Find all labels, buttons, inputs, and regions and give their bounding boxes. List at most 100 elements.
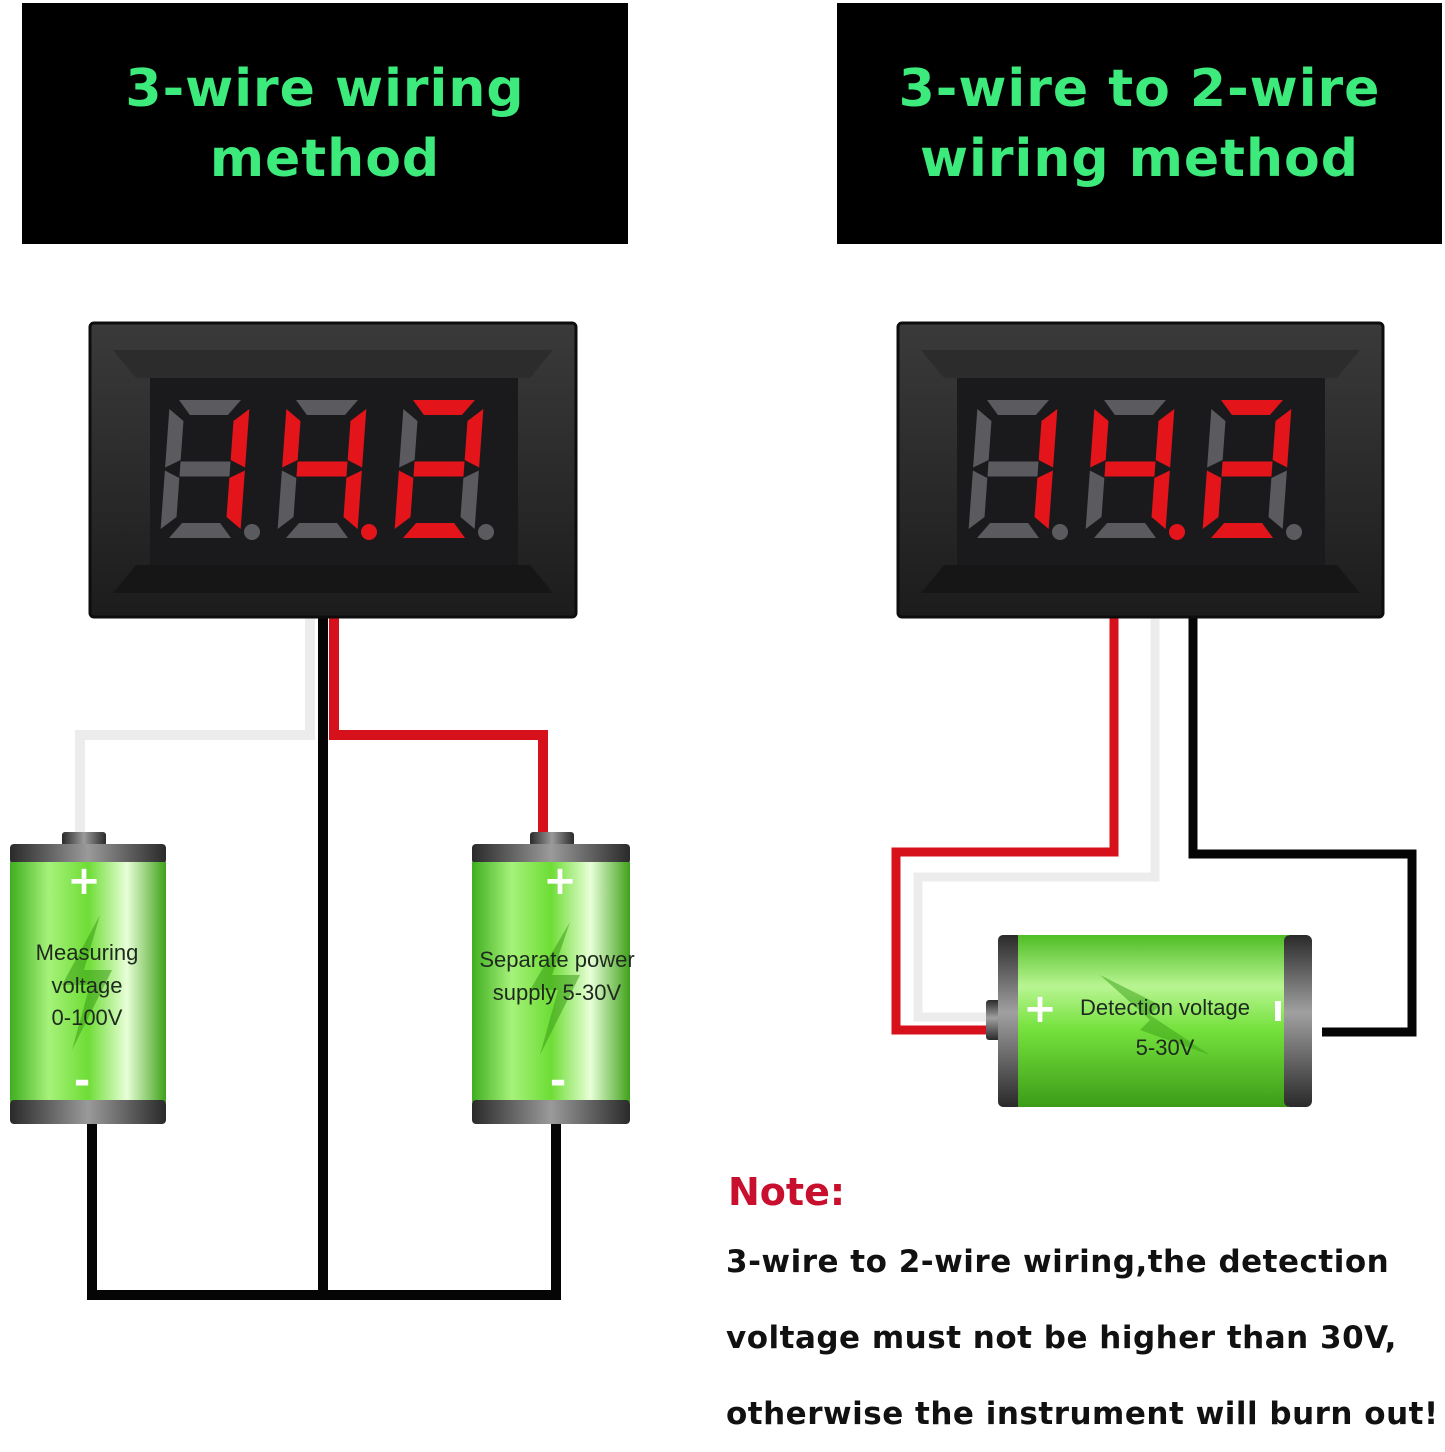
segment-2-d	[403, 523, 465, 538]
segment-1-b	[1155, 409, 1175, 468]
right-wires	[891, 618, 1417, 1037]
battery-detection-plus: +	[1023, 986, 1057, 1032]
segment-2-a	[1221, 400, 1283, 415]
segment-2-g	[1221, 461, 1273, 477]
segment-1-f	[1090, 409, 1109, 468]
note-line-3: otherwise the instrument will burn out!	[726, 1396, 1439, 1432]
battery-detection-left-cap	[998, 935, 1022, 1107]
battery-detection-minus-mark	[1275, 1001, 1281, 1021]
battery-detection: + Detection voltage 5-30V	[986, 935, 1312, 1107]
segment-1-g	[296, 461, 348, 477]
right-voltmeter	[896, 321, 1385, 619]
segment-1-g	[1104, 461, 1156, 477]
battery-separate-top-cap	[472, 844, 630, 864]
battery-measuring: + - Measuring voltage 0-100V	[10, 832, 166, 1124]
decimal-point-2	[1286, 524, 1302, 540]
title-box-right: 3-wire to 2-wire wiring method	[837, 3, 1442, 244]
right-white-wire	[913, 618, 1160, 1022]
left-voltmeter-frame-bottom	[113, 565, 553, 593]
battery-separate-label-1: Separate power	[479, 947, 634, 972]
battery-measuring-terminal	[62, 832, 106, 846]
right-red-wire	[891, 618, 1119, 1035]
right-voltmeter-digits	[968, 400, 1302, 540]
segment-2-c	[1268, 470, 1287, 529]
battery-detection-bolt-icon	[1100, 975, 1210, 1055]
segment-0-a	[987, 400, 1049, 415]
segment-2-e	[394, 470, 414, 529]
segment-1-a	[296, 400, 358, 415]
battery-separate-power: + - Separate power supply 5-30V	[472, 832, 635, 1124]
right-voltmeter-frame-bottom	[921, 565, 1360, 593]
right-voltmeter-inner-frame	[921, 350, 1360, 378]
segment-2-b	[464, 409, 484, 468]
decimal-point-2	[478, 524, 494, 540]
segment-1-e	[277, 470, 297, 529]
segment-1-f	[282, 409, 301, 468]
battery-separate-minus: -	[550, 1058, 567, 1104]
left-black-wire-bottom	[87, 1120, 561, 1300]
battery-separate-plus: +	[543, 858, 577, 904]
segment-0-e	[968, 470, 988, 529]
segment-0-c	[1034, 470, 1053, 529]
left-voltmeter-digits	[160, 400, 494, 540]
note-section: Note: 3-wire to 2-wire wiring,the detect…	[726, 1170, 1441, 1452]
segment-0-a	[179, 400, 241, 415]
title-left: 3-wire wiring method	[125, 58, 525, 189]
segment-0-e	[160, 470, 180, 529]
note-line-2: voltage must not be higher than 30V,	[726, 1320, 1397, 1356]
segment-1-a	[1104, 400, 1166, 415]
battery-measuring-label-2: voltage	[52, 973, 123, 998]
segment-2-e	[1202, 470, 1222, 529]
left-voltmeter	[88, 321, 578, 619]
note-line-1: 3-wire to 2-wire wiring,the detection	[726, 1244, 1390, 1280]
segment-2-c	[460, 470, 479, 529]
segment-0-f	[973, 409, 992, 468]
decimal-point-1	[1169, 524, 1185, 540]
battery-detection-label-2: 5-30V	[1136, 1035, 1195, 1060]
battery-measuring-label-3: 0-100V	[52, 1005, 123, 1030]
note-title: Note:	[728, 1170, 846, 1214]
left-wires	[75, 618, 561, 1300]
segment-2-d	[1211, 523, 1273, 538]
title-right: 3-wire to 2-wire wiring method	[898, 58, 1381, 189]
battery-separate-bolt-icon	[530, 922, 580, 1055]
segment-2-g	[413, 461, 465, 477]
segment-2-f	[399, 409, 418, 468]
segment-1-d	[1094, 523, 1156, 538]
segment-0-b	[1038, 409, 1058, 468]
segment-0-b	[230, 409, 250, 468]
segment-0-d	[977, 523, 1039, 538]
left-voltmeter-inner-frame	[113, 350, 553, 378]
segment-1-e	[1085, 470, 1105, 529]
battery-measuring-plus: +	[67, 858, 101, 904]
segment-0-f	[165, 409, 184, 468]
battery-separate-terminal	[530, 832, 574, 846]
battery-detection-right-cap	[1284, 935, 1312, 1107]
segment-0-c	[226, 470, 245, 529]
segment-0-g	[179, 461, 231, 477]
segment-1-c	[343, 470, 362, 529]
segment-2-a	[413, 400, 475, 415]
segment-2-f	[1207, 409, 1226, 468]
battery-separate-label-2: supply 5-30V	[493, 980, 622, 1005]
battery-measuring-top-cap	[10, 844, 166, 864]
segment-1-b	[347, 409, 367, 468]
left-white-wire	[75, 618, 315, 840]
decimal-point-1	[361, 524, 377, 540]
segment-1-c	[1151, 470, 1170, 529]
battery-measuring-label-1: Measuring	[36, 940, 139, 965]
segment-0-d	[169, 523, 231, 538]
segment-0-g	[987, 461, 1039, 477]
title-box-left: 3-wire wiring method	[22, 3, 628, 244]
battery-measuring-bolt-icon	[62, 915, 112, 1050]
battery-separate-bottom-cap	[472, 1100, 630, 1124]
battery-measuring-bottom-cap	[10, 1100, 166, 1124]
segment-1-d	[286, 523, 348, 538]
segment-2-b	[1272, 409, 1292, 468]
decimal-point-0	[244, 524, 260, 540]
left-red-wire	[329, 618, 548, 838]
right-black-wire	[1188, 618, 1417, 1037]
battery-measuring-minus: -	[74, 1058, 91, 1104]
battery-detection-label-1: Detection voltage	[1080, 995, 1250, 1020]
